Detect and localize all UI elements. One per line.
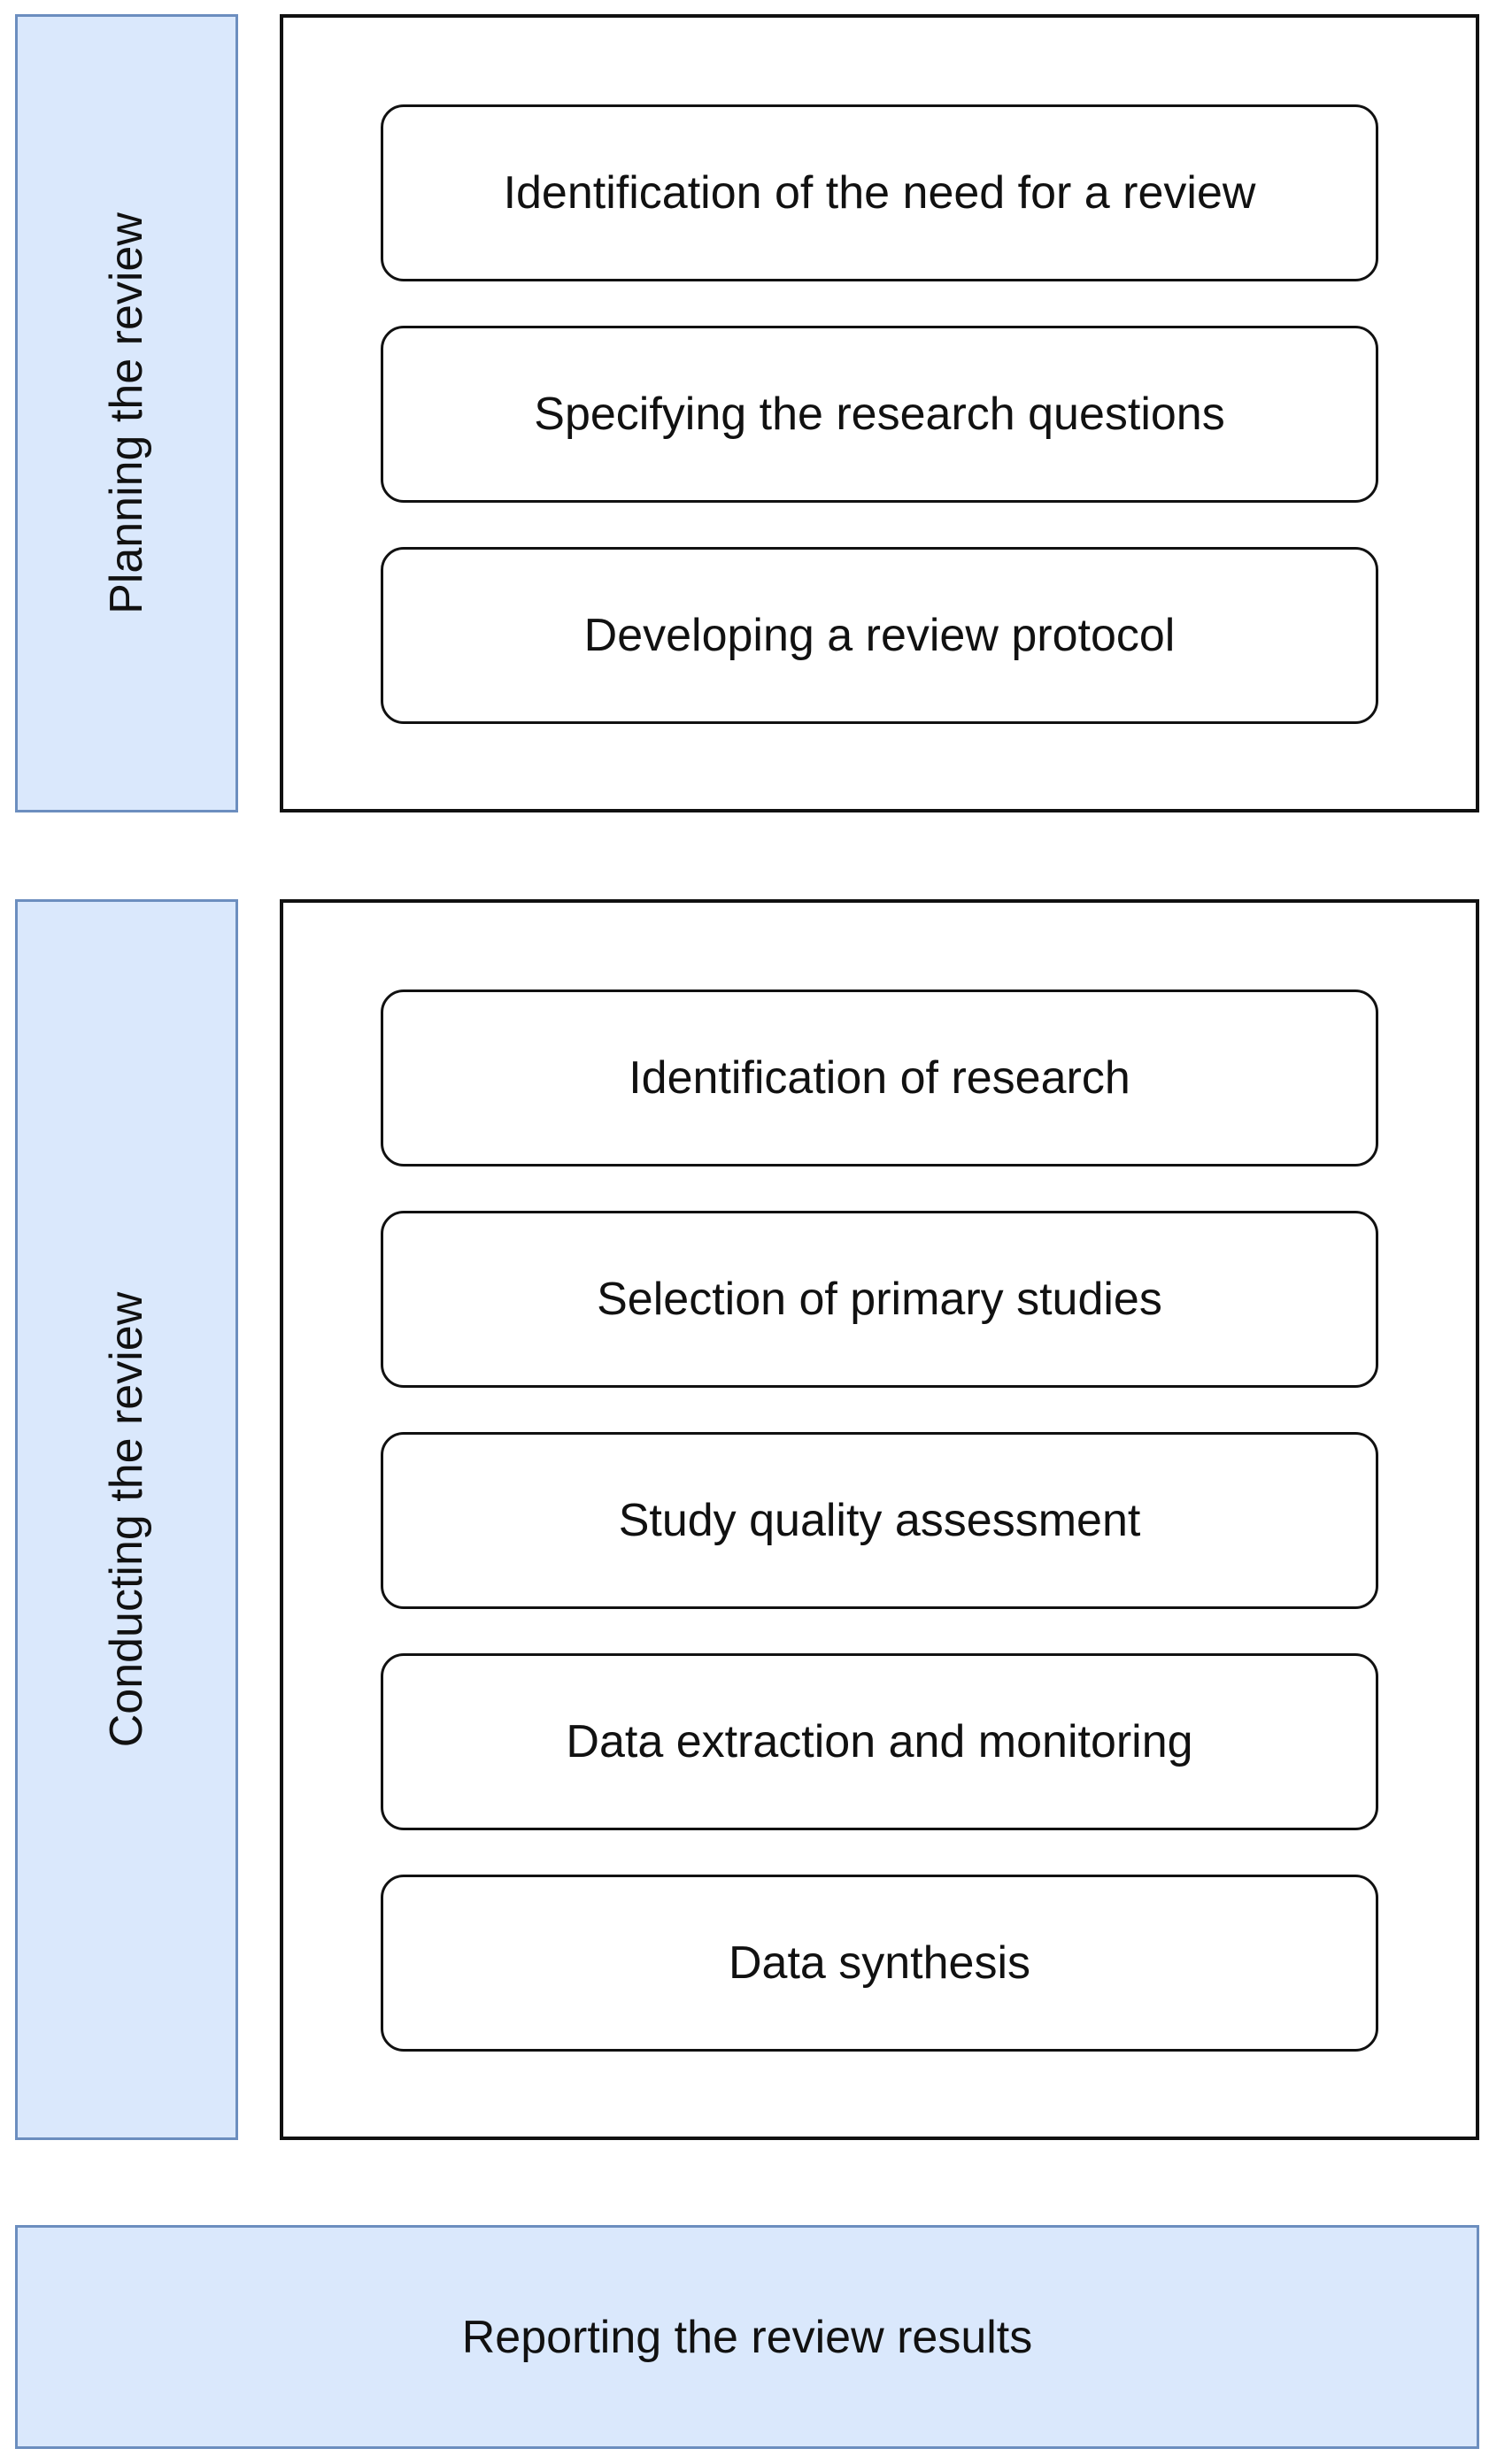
reporting-phase-box: Reporting the review results <box>15 2225 1479 2449</box>
conducting-phase-label: Conducting the review <box>15 899 238 2140</box>
planning-step-review-protocol: Developing a review protocol <box>381 547 1378 724</box>
planning-phase-title: Planning the review <box>101 212 152 614</box>
conducting-phase-container: Identification of research Selection of … <box>280 899 1479 2140</box>
conducting-step-identification-of-research: Identification of research <box>381 989 1378 1167</box>
conducting-step-quality-assessment: Study quality assessment <box>381 1432 1378 1609</box>
planning-step-research-questions: Specifying the research questions <box>381 326 1378 503</box>
conducting-step-selection-of-studies: Selection of primary studies <box>381 1211 1378 1388</box>
reporting-phase-title: Reporting the review results <box>461 2311 1033 2363</box>
planning-phase-label: Planning the review <box>15 14 238 812</box>
conducting-step-data-extraction: Data extraction and monitoring <box>381 1653 1378 1830</box>
planning-step-need-for-review: Identification of the need for a review <box>381 104 1378 281</box>
conducting-step-data-synthesis: Data synthesis <box>381 1875 1378 2052</box>
conducting-phase-title: Conducting the review <box>101 1291 152 1748</box>
planning-phase-container: Identification of the need for a review … <box>280 14 1479 812</box>
